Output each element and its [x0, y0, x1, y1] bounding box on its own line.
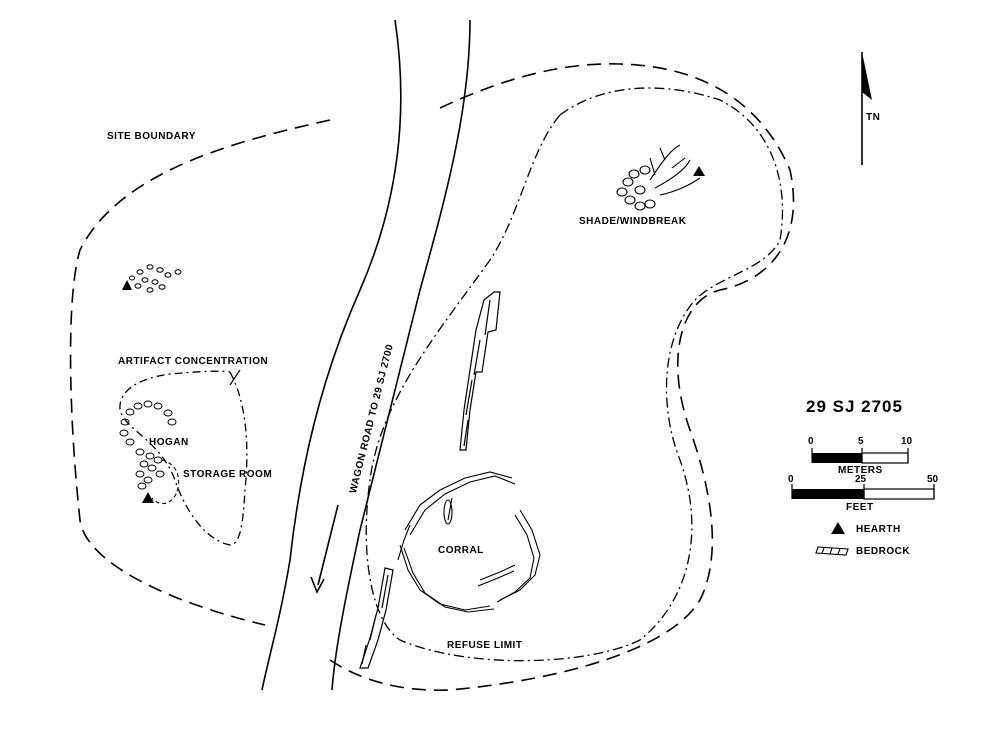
storage-room-label: STORAGE ROOM — [183, 469, 273, 480]
artifact-concentration-label: ARTIFACT CONCENTRATION — [118, 356, 269, 367]
hogan-label: HOGAN — [149, 437, 189, 448]
feet-tick-0: 0 — [788, 474, 794, 485]
shade-windbreak-structure — [616, 144, 701, 211]
site-boundary-label: SITE BOUNDARY — [107, 131, 196, 142]
wagon-road-east-edge — [331, 19, 471, 691]
shade-windbreak-label: SHADE/WINDBREAK — [579, 216, 687, 227]
meters-tick-0: 0 — [808, 436, 814, 447]
north-arrow-icon — [862, 52, 872, 100]
feet-tick-50: 50 — [927, 474, 939, 485]
legend-hearth-label: HEARTH — [856, 524, 901, 535]
site-id-title: 29 SJ 2705 — [806, 397, 903, 416]
feet-label: FEET — [846, 502, 874, 513]
road-arrow-line — [317, 504, 339, 586]
corral-logs — [397, 471, 541, 613]
site-boundary-line — [69, 119, 331, 626]
legend-bedrock-label: BEDROCK — [856, 546, 911, 557]
meters-label: METERS — [838, 465, 883, 476]
hearth-icon-shade — [693, 166, 705, 176]
wagon-road-west-edge — [261, 19, 402, 691]
legend-bedrock-icon — [815, 546, 849, 556]
feet-tick-25: 25 — [855, 474, 867, 485]
road-arrow-head — [310, 576, 325, 594]
storage-room-outline — [151, 459, 180, 505]
feet-scale-bar — [791, 484, 935, 500]
bedrock-outcrop-south — [359, 567, 394, 669]
corral-label: CORRAL — [438, 545, 484, 556]
bedrock-outcrop-north — [459, 291, 501, 451]
artifact-concentration-line — [119, 370, 248, 546]
meters-tick-10: 10 — [901, 436, 913, 447]
hearth-icon-artifact-cluster — [122, 280, 132, 290]
refuse-limit-line — [365, 87, 784, 662]
meters-scale-bar — [811, 448, 909, 464]
legend-hearth-icon — [831, 522, 845, 534]
artifact-leader-line — [229, 369, 241, 386]
north-label: TN — [866, 112, 881, 123]
artifact-cluster — [128, 264, 182, 293]
site-boundary-line-east — [329, 63, 795, 692]
refuse-limit-label: REFUSE LIMIT — [447, 640, 523, 651]
hearth-icon-hogan — [142, 492, 154, 503]
meters-tick-5: 5 — [858, 436, 864, 447]
